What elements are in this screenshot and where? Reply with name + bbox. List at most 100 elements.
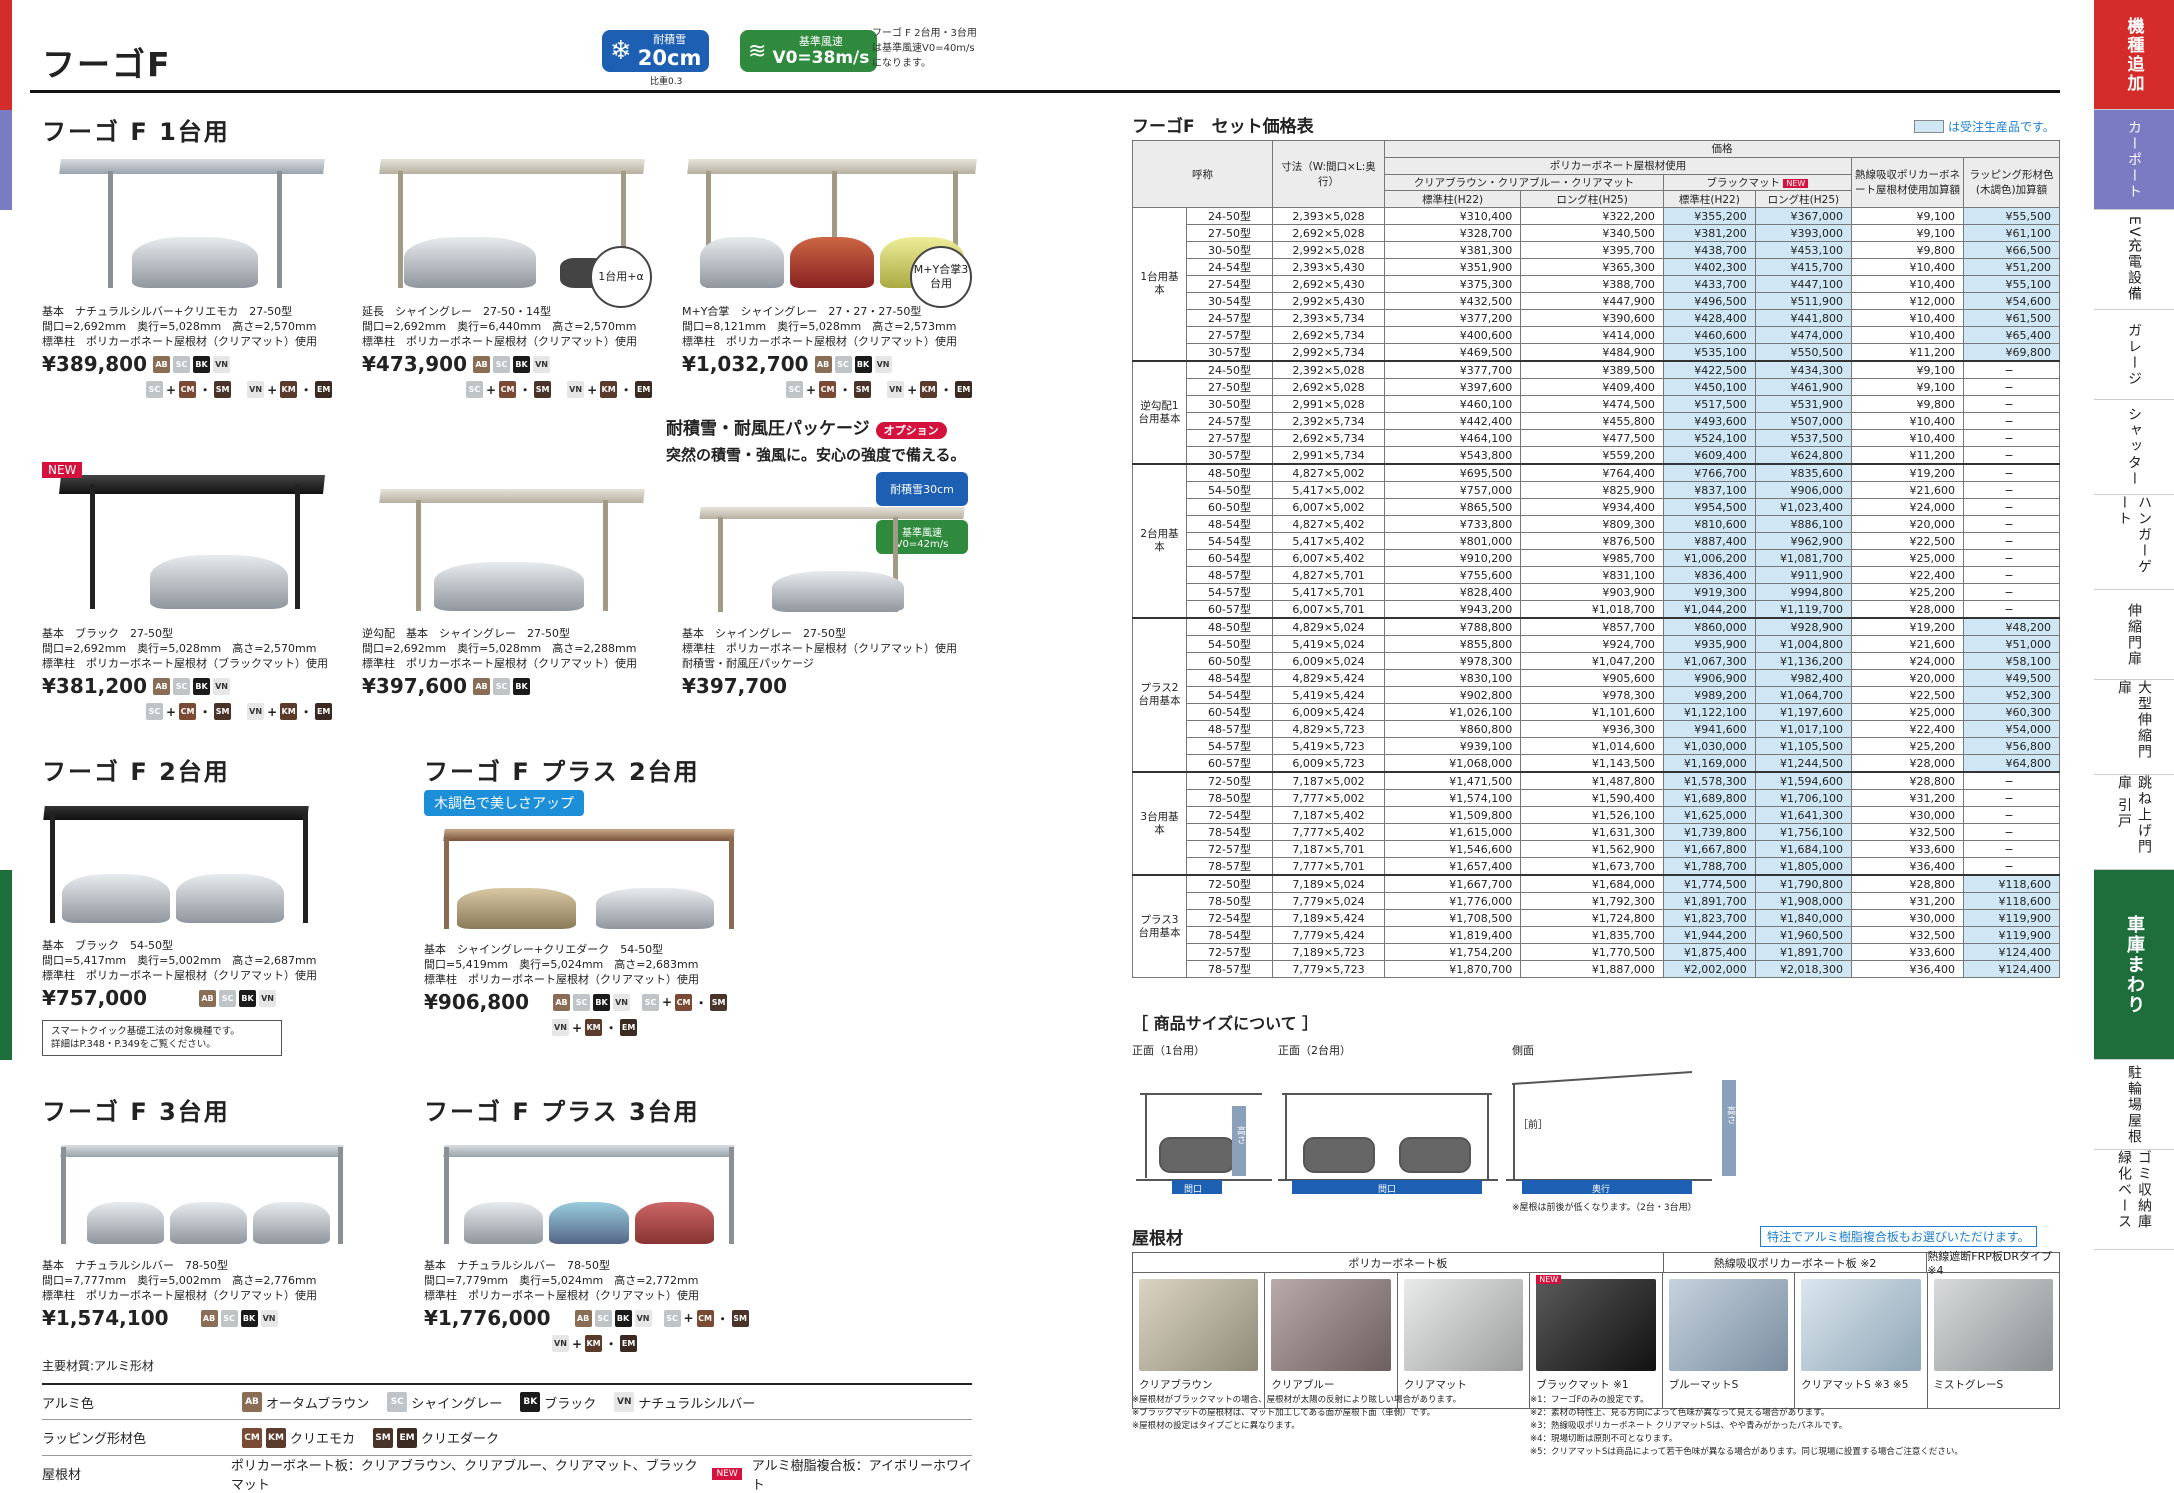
size-title: ［ 商品サイズについて ］ <box>1132 1014 1319 1033</box>
heat-add-cell: ¥11,200 <box>1851 343 1964 362</box>
section-title-fp3: フーゴ F プラス 3台用 <box>424 1098 700 1126</box>
card-roof: 標準柱 ポリカーボネート屋根材（クリアマット）使用 <box>42 1289 317 1302</box>
smart-quick-note[interactable]: スマートクイック基礎工法の対象機種です。詳細はP.348・P.349をご覧くださ… <box>42 1020 282 1056</box>
product-card[interactable]: 基本 ナチュラルシルバー+クリエモカ 27-50型間口=2,692mm 奥行=5… <box>42 150 342 398</box>
model-cell: 72-54型 <box>1186 909 1273 928</box>
clear-std-cell: ¥1,754,200 <box>1383 943 1522 962</box>
side-tab-bicycle-roof[interactable]: 駐輪場屋根 <box>2094 1060 2174 1150</box>
clear-std-cell: ¥757,000 <box>1383 481 1522 500</box>
section-title-f2: フーゴ F 2台用 <box>42 758 230 786</box>
card-size: 間口=5,417mm 奥行=5,002mm 高さ=2,687mm <box>42 954 317 967</box>
side-tab-large-gate[interactable]: 大型伸縮門扉 <box>2094 680 2174 775</box>
group-label: 逆勾配1台用基本 <box>1132 360 1187 465</box>
clear-long-cell: ¥1,724,800 <box>1520 909 1664 928</box>
black-long-cell: ¥1,706,100 <box>1754 789 1853 808</box>
side-tab-garage-area[interactable]: 車庫まわり <box>2094 870 2174 1060</box>
side-tab-carport[interactable]: カーポート <box>2094 110 2174 210</box>
side-tab-hanger-gate[interactable]: ハンガーゲート <box>2094 495 2174 590</box>
heat-add-cell: ¥22,500 <box>1851 686 1964 705</box>
size-cell: 7,189×5,723 <box>1272 943 1385 962</box>
black-long-cell: ¥1,081,700 <box>1754 549 1853 568</box>
roof-swatch-clear-brown[interactable]: クリアブラウン <box>1133 1273 1266 1408</box>
product-card[interactable]: 基本 ナチュラルシルバー 78-50型間口=7,777mm 奥行=5,002mm… <box>42 1130 362 1330</box>
product-card[interactable]: 基本 ブラック 54-50型間口=5,417mm 奥行=5,002mm 高さ=2… <box>26 792 326 1056</box>
side-tab-expandable-gate[interactable]: 伸縮門扉 <box>2094 590 2174 680</box>
black-long-cell: ¥1,064,700 <box>1754 686 1853 705</box>
black-std-cell: ¥428,400 <box>1662 309 1756 328</box>
black-long-cell: ¥1,840,000 <box>1754 909 1853 928</box>
wrap-add-cell: − <box>1963 395 2060 414</box>
heat-add-cell: ¥20,000 <box>1851 669 1964 688</box>
heat-add-cell: ¥24,000 <box>1851 652 1964 671</box>
clear-long-cell: ¥903,900 <box>1520 583 1664 602</box>
heat-add-cell: ¥9,100 <box>1851 378 1964 397</box>
heat-add-cell: ¥32,500 <box>1851 926 1964 945</box>
clear-std-cell: ¥1,546,600 <box>1383 840 1522 859</box>
black-std-cell: ¥355,200 <box>1662 207 1756 226</box>
roof-swatch-clear-matte[interactable]: クリアマット <box>1398 1273 1531 1408</box>
roof-swatch-clear-blue[interactable]: クリアブルー <box>1265 1273 1398 1408</box>
clear-long-cell: ¥322,200 <box>1520 207 1664 226</box>
heat-add-cell: ¥10,400 <box>1851 309 1964 328</box>
clear-long-cell: ¥936,300 <box>1520 720 1664 739</box>
size-cell: 2,992×5,028 <box>1272 241 1385 260</box>
heat-add-cell: ¥10,400 <box>1851 258 1964 277</box>
heat-add-cell: ¥25,200 <box>1851 583 1964 602</box>
black-std-cell: ¥1,891,700 <box>1662 892 1756 911</box>
roof-text2: アルミ樹脂複合板：アイボリーホワイト <box>751 1458 973 1493</box>
product-card[interactable]: 木調色で美しさアップ 基本 シャイングレー+クリエダーク 54-50型間口=5,… <box>424 790 754 1036</box>
black-long-cell: ¥415,700 <box>1754 258 1853 277</box>
wrap-add-cell: ¥55,100 <box>1963 275 2060 294</box>
heat-add-cell: ¥28,800 <box>1851 874 1964 894</box>
black-long-cell: ¥1,119,700 <box>1754 600 1853 619</box>
side-tab-ev[interactable]: EV充電設備 <box>2094 210 2174 310</box>
black-std-cell: ¥1,122,100 <box>1662 703 1756 722</box>
page-title: フーゴF <box>42 45 172 84</box>
roof-swatch-mist-gray-s[interactable]: ミストグレーS <box>1928 1273 2059 1408</box>
product-card[interactable]: 1台用+α 延長 シャイングレー 27-50・14型間口=2,692mm 奥行=… <box>362 150 662 398</box>
black-std-cell: ¥381,200 <box>1662 224 1756 243</box>
heat-add-cell: ¥24,000 <box>1851 498 1964 517</box>
side-tab-flip-gate[interactable]: 跳ね上げ門扉 引戸 <box>2094 775 2174 870</box>
model-cell: 27-57型 <box>1186 326 1273 345</box>
side-tab-garbage[interactable]: ゴミ収納庫 緑化ベース <box>2094 1150 2174 1250</box>
okuyuki-label: 奥行 <box>1592 1185 1611 1195</box>
roof-head-heat: 熱線吸収ポリカーボネート板 ※2 <box>1664 1253 1928 1272</box>
product-card[interactable]: 逆勾配 基本 シャイングレー 27-50型間口=2,692mm 奥行=5,028… <box>362 480 662 698</box>
package-subtitle: 突然の積雪・強風に。安心の強度で備える。 <box>666 446 966 464</box>
product-card[interactable]: NEW 基本 ブラック 27-50型間口=2,692mm 奥行=5,028mm … <box>42 462 342 720</box>
black-std-cell: ¥1,667,800 <box>1662 840 1756 859</box>
card-roof: 標準柱 ポリカーボネート屋根材（ブラックマット）使用 <box>42 657 328 670</box>
wrap-add-cell: − <box>1963 566 2060 585</box>
size-cell: 2,692×5,734 <box>1272 429 1385 448</box>
roof-swatch-clear-matte-s[interactable]: クリアマットS ※3 ※5 <box>1795 1273 1928 1408</box>
takasa-arrow <box>1722 1080 1736 1176</box>
carport-image <box>362 150 662 300</box>
price-table: 呼称寸法（W:間口×L:奥行）価格 ポリカーボネート屋根材使用熱線吸収ポリカーボ… <box>1132 139 2060 979</box>
takasa-arrow <box>1232 1106 1246 1176</box>
carport-image <box>42 150 342 300</box>
side-tab-new-models[interactable]: 機種追加 <box>2094 0 2174 110</box>
side-tab-garage[interactable]: ガレージ <box>2094 310 2174 400</box>
th-std: 標準柱(H22) <box>1383 190 1522 209</box>
roof-swatch-blue-matte-s[interactable]: ブルーマットS <box>1663 1273 1796 1408</box>
clear-long-cell: ¥1,018,700 <box>1520 600 1664 619</box>
card-size: 間口=7,779mm 奥行=5,024mm 高さ=2,772mm <box>424 1274 699 1287</box>
header-note-line: になります。 <box>872 58 931 69</box>
heat-add-cell: ¥28,000 <box>1851 600 1964 619</box>
wrap-add-cell: − <box>1963 600 2060 619</box>
product-card[interactable]: 基本 シャイングレー 27-50型標準柱 ポリカーボネート屋根材（クリアマット）… <box>682 500 982 698</box>
roof-note: ※2：素材の特性上、見る方向によって色味が異なって見える場合があります。 <box>1530 1408 1830 1418</box>
color-chip-ab: AB <box>153 355 171 373</box>
black-std-cell: ¥1,689,800 <box>1662 789 1756 808</box>
product-card[interactable]: 基本 ナチュラルシルバー 78-50型間口=7,779mm 奥行=5,024mm… <box>424 1130 754 1352</box>
black-long-cell: ¥1,641,300 <box>1754 806 1853 825</box>
side-tab-shutter[interactable]: シャッター <box>2094 400 2174 495</box>
product-card[interactable]: M+Y合掌3台用 M+Y合掌 シャイングレー 27・27・27-50型間口=8,… <box>682 150 982 398</box>
heat-add-cell: ¥33,600 <box>1851 840 1964 859</box>
